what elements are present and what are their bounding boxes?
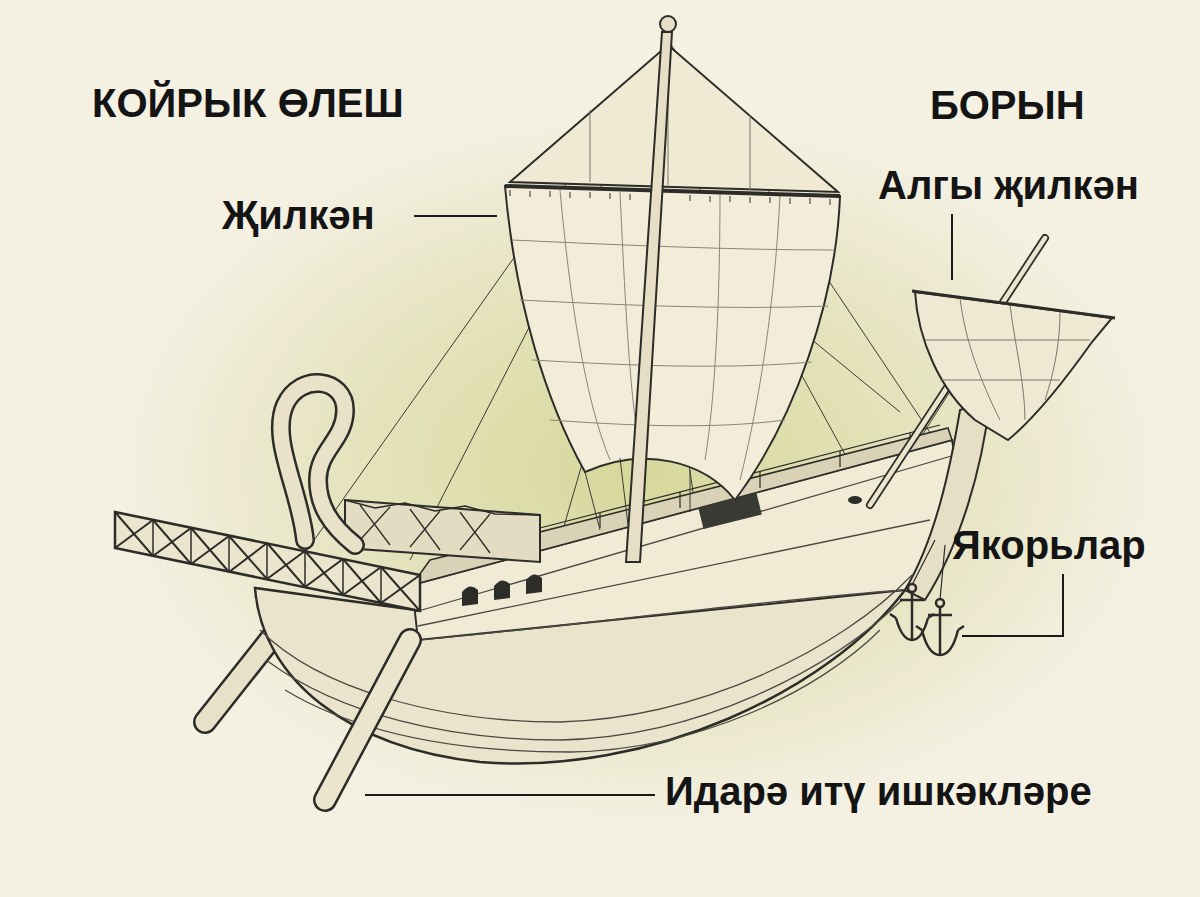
sheet-line	[690, 470, 691, 512]
anchor-ring	[936, 599, 944, 607]
oar-fill	[325, 640, 410, 800]
seam	[705, 194, 720, 460]
sheet-line	[730, 500, 735, 515]
oar-outline	[325, 640, 410, 800]
window	[526, 574, 542, 594]
railing-frame	[115, 512, 420, 611]
window	[462, 586, 478, 606]
mast-ball	[660, 16, 676, 32]
mast-pole	[626, 32, 672, 562]
anchor-ring	[908, 584, 916, 592]
foresail	[870, 238, 1115, 505]
rail-post	[679, 492, 680, 508]
leader-line	[962, 574, 1063, 636]
anchor	[890, 584, 934, 640]
part-label: Алгы җилкән	[878, 162, 1139, 208]
sail-seams	[512, 190, 835, 480]
seam	[740, 195, 780, 480]
seam	[550, 420, 785, 426]
leader-lines	[365, 214, 1063, 795]
cabin-wall	[345, 500, 540, 562]
section-heading: КОЙРЫК ӨЛЕШ	[92, 80, 404, 126]
part-label: Якорьлар	[952, 522, 1146, 568]
hawse-hole	[848, 496, 862, 504]
leader-line	[365, 794, 655, 796]
ornament-fill	[281, 383, 355, 545]
topsail	[510, 45, 838, 192]
anchor	[916, 599, 964, 655]
seam	[520, 300, 828, 307]
stern-railing	[115, 512, 420, 611]
section-heading: БОРЫН	[930, 82, 1085, 128]
stern-cabin	[345, 500, 540, 562]
seam	[560, 190, 610, 460]
sheet-line	[620, 458, 628, 525]
rail-post	[599, 513, 600, 528]
sail-lines	[585, 458, 735, 530]
anchor-body	[922, 607, 958, 655]
foresail-yard	[912, 291, 1115, 318]
anchor-fluke	[916, 626, 964, 630]
sheet-line	[585, 472, 600, 530]
leader-line	[951, 214, 953, 280]
anchor-rope	[912, 540, 945, 600]
cabin-lattice	[360, 505, 490, 553]
part-label: Идарә итү ишкәкләре	[665, 768, 1092, 814]
rigging-line	[800, 330, 900, 412]
mast	[626, 16, 676, 562]
anchor-fluke	[890, 614, 934, 618]
foresail-seams	[925, 298, 1090, 420]
seam	[512, 240, 835, 250]
fringe	[510, 190, 830, 205]
rail-post	[839, 451, 840, 467]
window	[494, 580, 510, 600]
sail-cloth	[505, 186, 840, 500]
sail-fringe	[510, 190, 830, 205]
seam	[532, 360, 812, 366]
swan-neck-ornament	[281, 383, 355, 545]
railing-lattice	[115, 512, 420, 611]
main-yard	[505, 186, 840, 196]
plank-line	[418, 590, 905, 640]
rail-post	[759, 472, 760, 488]
hatch	[698, 493, 762, 529]
steering-oar	[325, 640, 410, 800]
ornament-outline	[281, 383, 355, 545]
leader-line	[414, 215, 497, 217]
cabin-lattice	[345, 500, 540, 515]
main-sail	[505, 45, 840, 530]
part-label: Җилкән	[222, 192, 375, 238]
